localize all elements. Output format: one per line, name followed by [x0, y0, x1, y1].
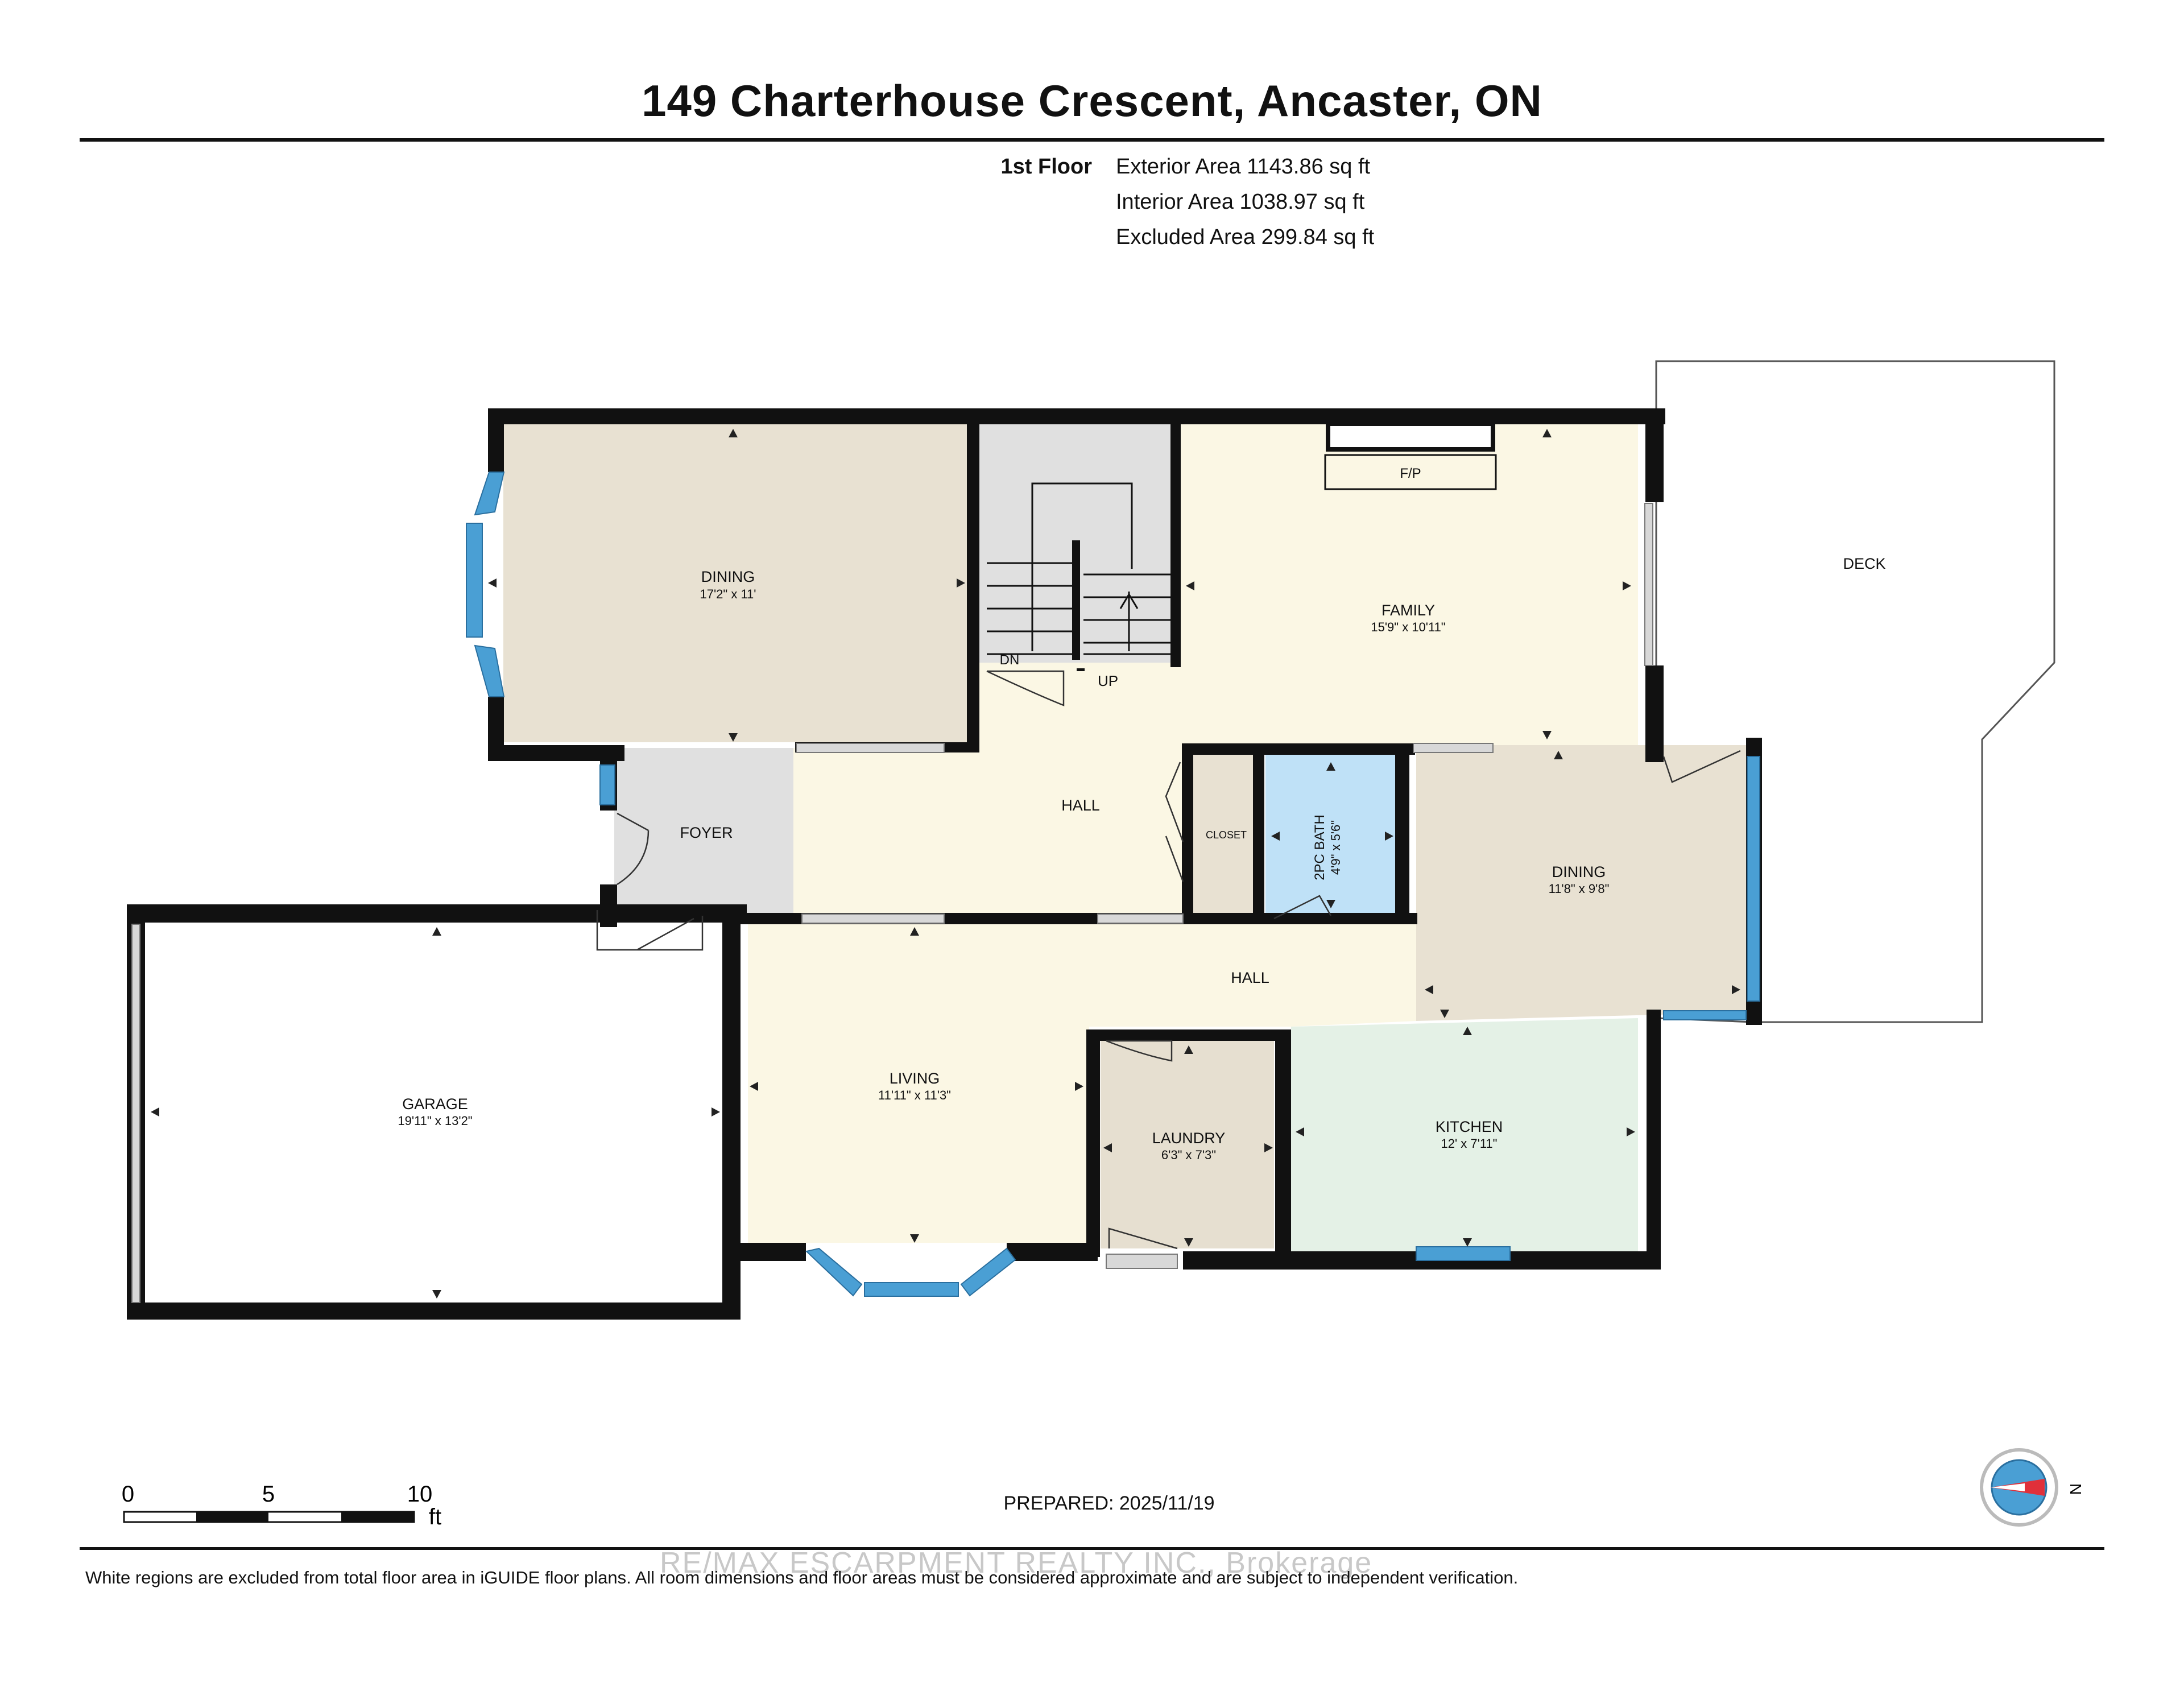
prepared-date: PREPARED: 2025/11/19	[1003, 1492, 1215, 1514]
laundry-floor	[1101, 1041, 1274, 1248]
laundry-label: LAUNDRY	[1152, 1130, 1226, 1147]
excluded-area: Excluded Area 299.84 sq ft	[1116, 225, 1375, 249]
dining-small-floor	[1416, 745, 1746, 1021]
kitchen-dims: 12' x 7'11"	[1441, 1136, 1498, 1151]
living-label: LIVING	[890, 1070, 940, 1087]
dining-main-dims: 17'2" x 11'	[700, 587, 756, 601]
kitchen-label: KITCHEN	[1436, 1118, 1503, 1135]
garage-label: GARAGE	[402, 1095, 468, 1113]
garage-dims: 19'11" x 13'2"	[398, 1114, 472, 1128]
window-dining-small	[1747, 756, 1760, 1002]
window-living-bay-right	[960, 1247, 1016, 1297]
fireplace-box	[1326, 421, 1495, 452]
dining-main-floor	[503, 424, 975, 742]
title-rule	[80, 138, 2104, 142]
window-dining-bay-bot	[474, 644, 505, 697]
laundry-dims: 6'3" x 7'3"	[1161, 1148, 1216, 1162]
window-living-bay-left	[805, 1247, 863, 1297]
bath-floor	[1265, 754, 1399, 916]
fireplace-label: F/P	[1400, 466, 1421, 481]
up-label: UP	[1098, 672, 1118, 689]
scale-bar: 0 5 10 ft	[122, 1482, 441, 1529]
living-dims: 11'11" x 11'3"	[878, 1088, 951, 1102]
window-dining-sill	[1663, 1010, 1747, 1020]
fireplace-hearth	[1324, 454, 1497, 490]
kitchen-floor	[1291, 1018, 1638, 1251]
window-dining-bay-top	[474, 472, 505, 516]
compass-icon: N	[1980, 1448, 2084, 1527]
scale-unit: ft	[429, 1504, 441, 1529]
deck-label: DECK	[1843, 555, 1885, 572]
closet-label: CLOSET	[1206, 829, 1247, 841]
dining-opening	[796, 743, 945, 753]
scale-tick-5: 5	[262, 1482, 275, 1507]
closet-floor	[1192, 754, 1257, 916]
foyer-floor	[614, 748, 793, 916]
dimension-arrows	[151, 429, 1740, 1299]
family-slider	[1644, 503, 1653, 666]
scale-tick-0: 0	[122, 1482, 134, 1507]
family-label: FAMILY	[1381, 602, 1435, 619]
living-opening	[801, 913, 945, 924]
bath-label: 2PC BATH	[1312, 814, 1327, 880]
foyer-label: FOYER	[680, 824, 733, 841]
window-kitchen	[1416, 1246, 1511, 1261]
garage-door	[131, 924, 140, 1303]
bath-dims: 4'9" x 5'6"	[1329, 820, 1343, 875]
interior-area: Interior Area 1038.97 sq ft	[1116, 190, 1365, 214]
hall-upper-floor	[793, 748, 1192, 916]
dining-small-label: DINING	[1552, 863, 1606, 880]
family-dining-opening	[1413, 743, 1494, 753]
floor-label: 1st Floor	[1000, 155, 1092, 179]
door-swings	[596, 670, 1741, 1250]
window-dining-bay-mid	[466, 523, 483, 638]
family-dims: 15'9" x 10'11"	[1371, 620, 1445, 634]
dn-label: DN	[1000, 652, 1020, 668]
watermark: RE/MAX ESCARPMENT REALTY INC., Brokerage	[660, 1547, 1373, 1580]
family-floor	[978, 424, 1638, 748]
laundry-door	[1106, 1254, 1178, 1269]
garage-floor	[142, 924, 734, 1308]
compass-label: N	[2067, 1483, 2084, 1495]
dining-main-label: DINING	[701, 568, 755, 585]
footnote: White regions are excluded from total fl…	[85, 1568, 1519, 1587]
window-foyer	[599, 764, 615, 805]
window-living-bay-mid	[864, 1282, 959, 1297]
exterior-area: Exterior Area 1143.86 sq ft	[1116, 155, 1371, 179]
footer-rule	[80, 1547, 2104, 1550]
scale-tick-10: 10	[407, 1482, 433, 1507]
dining-small-dims: 11'8" x 9'8"	[1549, 882, 1610, 896]
windows	[466, 472, 1760, 1297]
living-floor	[748, 921, 1089, 1243]
hall-upper-label: HALL	[1061, 797, 1100, 814]
stairs	[987, 482, 1172, 655]
page-title: 149 Charterhouse Crescent, Ancaster, ON	[642, 76, 1542, 126]
hall-lower-label: HALL	[1231, 969, 1269, 986]
hall-opening	[1097, 913, 1184, 924]
